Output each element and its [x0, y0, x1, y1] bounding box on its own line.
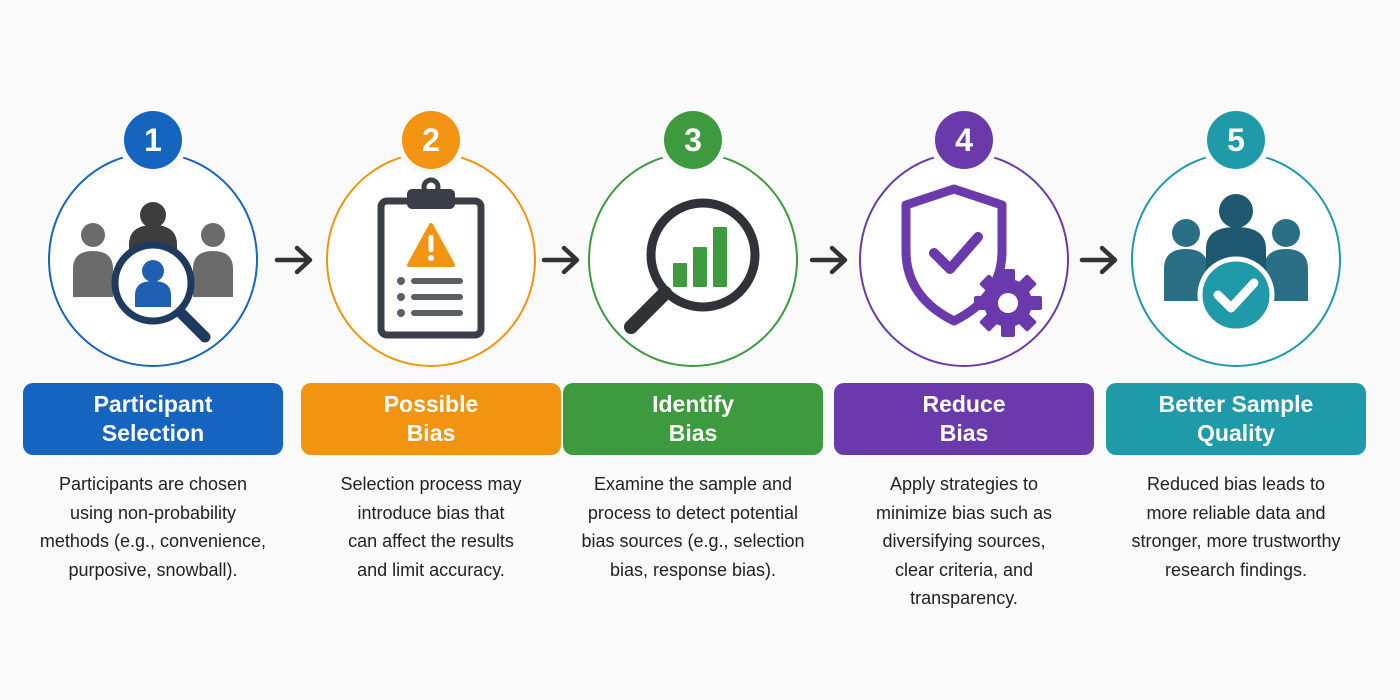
step-1-description: Participants are chosen using non-probab…	[15, 470, 291, 584]
step-3-title-line-2: Bias	[668, 420, 718, 446]
people-check-icon	[1146, 175, 1326, 355]
step-1-title-line-1: Participant	[93, 391, 213, 417]
step-5-description: Reduced bias leads to more reliable data…	[1098, 470, 1374, 584]
step-5-desc-line: more reliable data and	[1146, 502, 1326, 523]
step-4-description: Apply strategies to minimize bias such a…	[826, 470, 1102, 613]
step-4-number-badge: 4	[935, 111, 993, 169]
step-2-label: Possible Bias	[301, 383, 561, 455]
step-4-desc-line: diversifying sources,	[882, 531, 1046, 551]
step-3-desc-line: Examine the sample and	[593, 474, 793, 494]
step-3-number-badge: 3	[664, 111, 722, 169]
step-2-description: Selection process may introduce bias tha…	[293, 470, 569, 584]
step-1: 1	[23, 110, 283, 630]
step-3-desc-line: bias, response bias).	[609, 559, 777, 580]
step-2-number-badge: 2	[402, 111, 460, 169]
step-5-desc-line: Reduced bias leads to	[1146, 474, 1326, 494]
step-2-desc-line: introduce bias that	[357, 502, 505, 523]
step-3: 3 Identify Bias Examine the sample and p…	[563, 110, 823, 630]
step-4-title-line-1: Reduce	[922, 391, 1006, 417]
step-3-desc-line: bias sources (e.g., selection	[581, 531, 805, 551]
people-magnifier-icon	[63, 175, 243, 355]
arrow-right-icon	[1078, 242, 1122, 278]
arrow-right-icon	[273, 242, 317, 278]
step-1-desc-line: using non-probability	[69, 502, 237, 523]
step-3-title-line-1: Identify	[652, 391, 734, 417]
step-1-desc-line: methods (e.g., convenience,	[39, 531, 267, 551]
step-5-desc-line: research findings.	[1164, 559, 1308, 580]
step-4-desc-line: minimize bias such as	[875, 502, 1053, 523]
step-4-desc-line: clear criteria, and	[894, 559, 1034, 580]
step-1-number-badge: 1	[124, 111, 182, 169]
step-1-label: Participant Selection	[23, 383, 283, 455]
shield-check-gear-icon	[874, 175, 1054, 355]
step-2-title-line-2: Bias	[406, 420, 456, 446]
step-5-label: Better Sample Quality	[1106, 383, 1366, 455]
step-2-desc-line: can affect the results	[348, 531, 514, 551]
step-1-title-line-2: Selection	[101, 420, 205, 446]
step-5-title-line-2: Quality	[1197, 420, 1275, 446]
step-2-desc-line: Selection process may	[340, 474, 522, 494]
step-4-title-line-2: Bias	[939, 420, 989, 446]
step-5: 5 Better Sample Quality	[1106, 110, 1366, 630]
magnifier-chart-icon	[603, 175, 783, 355]
step-5-title-line-1: Better Sample	[1158, 391, 1314, 417]
step-1-desc-line: purposive, snowball).	[68, 559, 238, 580]
step-5-desc-line: stronger, more trustworthy	[1131, 531, 1341, 551]
step-3-desc-line: process to detect potential	[587, 502, 799, 523]
step-4-label: Reduce Bias	[834, 383, 1094, 455]
arrow-right-icon	[540, 242, 584, 278]
step-4-desc-line: transparency.	[910, 588, 1018, 608]
step-4: 4	[834, 110, 1094, 630]
step-3-description: Examine the sample and process to detect…	[555, 470, 831, 584]
step-4-desc-line: Apply strategies to	[889, 474, 1039, 494]
step-2: 2 Possible Bias Sele	[301, 110, 561, 630]
step-3-label: Identify Bias	[563, 383, 823, 455]
step-5-number-badge: 5	[1207, 111, 1265, 169]
clipboard-warning-icon	[341, 175, 521, 355]
step-2-title-line-1: Possible	[383, 391, 479, 417]
step-2-desc-line: and limit accuracy.	[357, 559, 505, 580]
arrow-right-icon	[808, 242, 852, 278]
step-1-desc-line: Participants are chosen	[58, 474, 248, 494]
